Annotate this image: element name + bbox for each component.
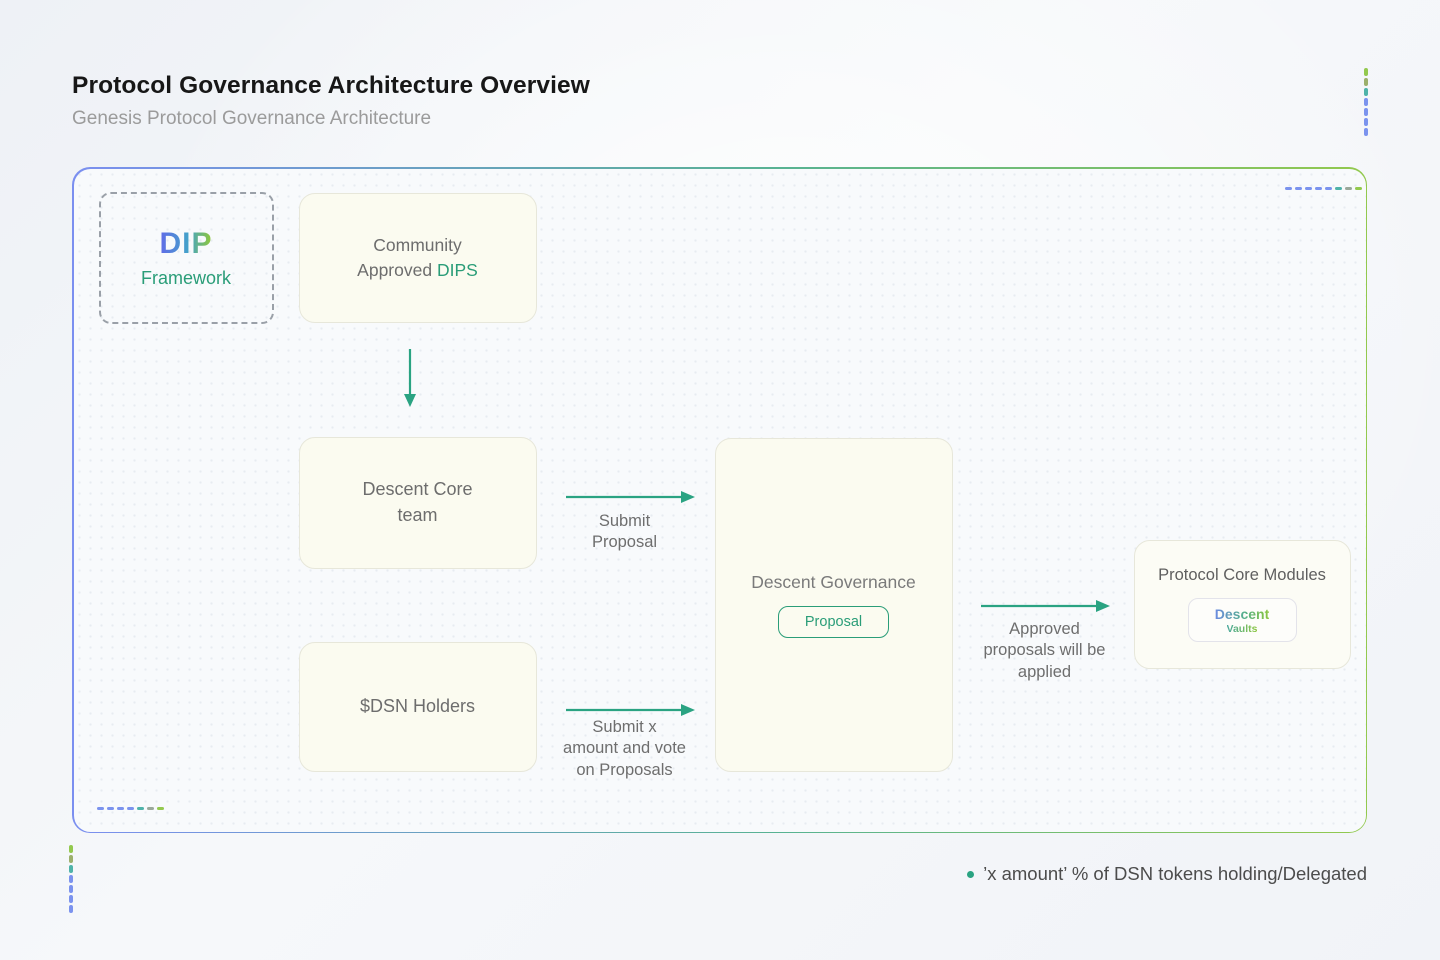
page-subtitle: Genesis Protocol Governance Architecture	[72, 108, 432, 129]
community-dips-highlight: DIPS	[436, 259, 478, 280]
arrow-right-icon	[565, 490, 695, 503]
legend: ’x amount’ % of DSN tokens holding/Deleg…	[967, 863, 1367, 885]
dash-segment	[1364, 128, 1368, 136]
dash-segment	[69, 905, 73, 913]
dashed-accent-horizontal-bottom-left	[96, 806, 164, 810]
diagram-board-border: DIP Framework Community Approved DIPS De…	[72, 167, 1367, 833]
dash-segment	[1294, 186, 1302, 190]
submit-vote-label: Submit x amount and vote on Proposals	[535, 717, 715, 782]
governance-label: Descent Governance	[751, 571, 916, 592]
dashed-accent-vertical-bottom-left	[69, 845, 73, 913]
dash-segment	[1364, 88, 1368, 96]
dash-segment	[1344, 186, 1352, 190]
module-name: Descent	[1214, 605, 1270, 622]
submit-proposal-label: Submit Proposal	[550, 511, 700, 555]
dash-segment	[1314, 186, 1322, 190]
dash-segment	[69, 885, 73, 893]
submit-vote-line: Submit x	[592, 717, 657, 736]
dsn-holders-label: $DSN Holders	[359, 696, 476, 716]
dash-segment	[1284, 186, 1292, 190]
dsn-holders-box: $DSN Holders	[298, 641, 537, 772]
dash-segment	[69, 855, 73, 863]
community-approved-dips-box: Community Approved DIPS	[298, 192, 537, 323]
submit-vote-line: on Proposals	[576, 761, 673, 780]
community-line2: Approved DIPS	[357, 258, 478, 283]
core-team-line1: Descent Core	[362, 479, 473, 500]
dash-segment	[1364, 78, 1368, 86]
approved-line: proposals will be	[983, 641, 1106, 660]
legend-text: ’x amount’ % of DSN tokens holding/Deleg…	[983, 863, 1367, 884]
submit-vote-line: amount and vote	[563, 739, 686, 758]
descent-core-team-box: Descent Core team	[298, 436, 537, 569]
arrow-right-icon	[565, 703, 695, 716]
dash-segment	[1364, 68, 1368, 76]
core-team-line2: team	[397, 504, 438, 525]
proposal-pill: Proposal	[777, 605, 890, 638]
dash-segment	[146, 806, 154, 810]
module-sub: Vaults	[1226, 622, 1258, 635]
arrow-down-icon	[403, 348, 416, 407]
dash-segment	[1324, 186, 1332, 190]
submit-proposal-line: Proposal	[591, 533, 658, 552]
dash-segment	[136, 806, 144, 810]
dash-segment	[156, 806, 164, 810]
dash-segment	[69, 875, 73, 883]
dash-segment	[1364, 108, 1368, 116]
approved-line: applied	[1017, 663, 1072, 682]
protocol-modules-label: Protocol Core Modules	[1158, 566, 1326, 584]
descent-governance-box: Descent Governance Proposal	[714, 437, 953, 772]
dash-segment	[1364, 98, 1368, 106]
dashed-accent-horizontal-top-right	[1284, 186, 1362, 190]
dash-segment	[69, 865, 73, 873]
dash-segment	[116, 806, 124, 810]
arrow-right-icon	[980, 599, 1110, 612]
legend-bullet-icon	[967, 870, 975, 878]
dash-segment	[106, 806, 114, 810]
dip-framework-box: DIP Framework	[98, 191, 274, 324]
dash-segment	[1354, 186, 1362, 190]
dash-segment	[69, 845, 73, 853]
dip-acronym: DIP	[159, 226, 213, 260]
dashed-accent-vertical-top-right	[1364, 68, 1368, 136]
community-line2-prefix: Approved	[357, 259, 437, 280]
dash-segment	[1334, 186, 1342, 190]
dash-segment	[96, 806, 104, 810]
diagram-board: DIP Framework Community Approved DIPS De…	[73, 168, 1366, 832]
dash-segment	[1304, 186, 1312, 190]
dash-segment	[1364, 118, 1368, 126]
dip-framework-label: Framework	[140, 267, 231, 288]
protocol-core-modules-box: Protocol Core Modules Descent Vaults	[1133, 539, 1351, 669]
submit-proposal-line: Submit	[598, 511, 651, 530]
dash-segment	[126, 806, 134, 810]
approved-line: Approved	[1009, 619, 1080, 638]
descent-vaults-module-box: Descent Vaults	[1187, 598, 1297, 642]
page-title: Protocol Governance Architecture Overvie…	[72, 72, 590, 99]
dash-segment	[69, 895, 73, 903]
approved-proposals-label: Approved proposals will be applied	[960, 619, 1130, 684]
community-line1: Community	[373, 235, 462, 255]
